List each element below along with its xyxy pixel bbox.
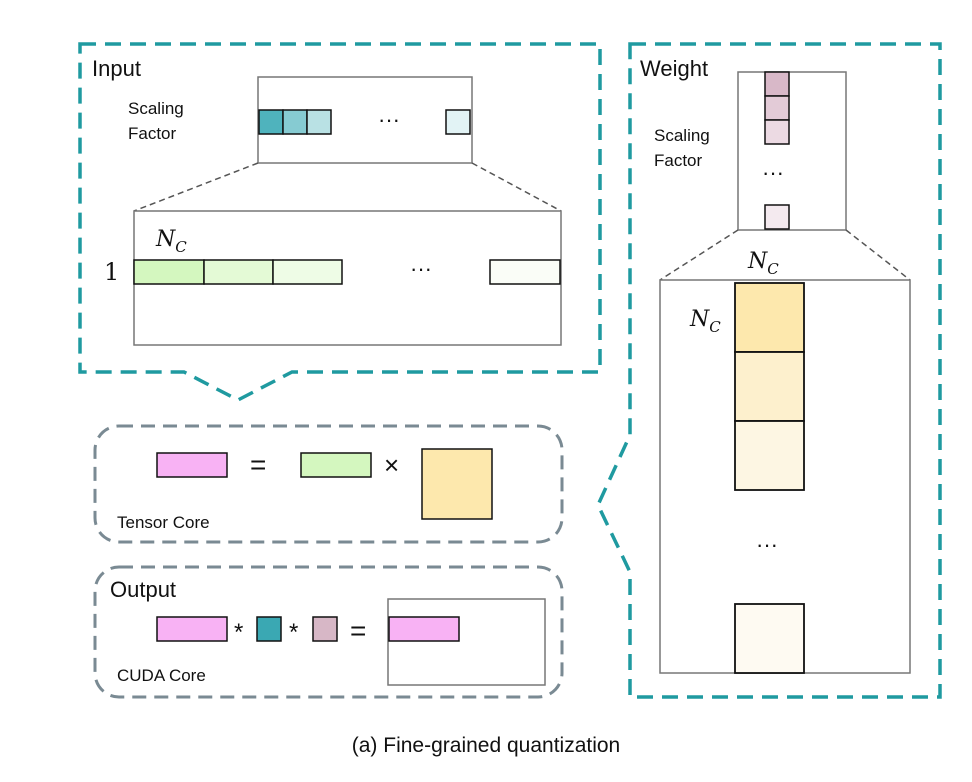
cuda-star-1: * — [234, 619, 243, 646]
weight-nc-left-label: NC — [689, 307, 721, 336]
input-row-ellipsis: ··· — [410, 256, 432, 281]
tensor-equals-sign: = — [250, 449, 266, 480]
tensor-core-label: Tensor Core — [117, 513, 210, 532]
weight-zoom-line-left — [659, 229, 739, 281]
cuda-core-label: CUDA Core — [117, 666, 206, 685]
weight-column-ellipsis: ··· — [756, 532, 778, 557]
input-panel-title: Input — [92, 56, 141, 81]
weight-panel-title: Weight — [640, 56, 708, 81]
input-zoom-line-right — [471, 162, 562, 212]
cuda-pink-block — [156, 616, 228, 642]
input-scaling-label: Scaling Factor — [128, 99, 189, 143]
tensor-output-block — [156, 452, 228, 478]
input-block-2 — [203, 259, 274, 285]
input-nc-label: NC — [155, 227, 187, 256]
weight-nc-top-label: NC — [747, 249, 779, 278]
cuda-pink-cell — [312, 616, 338, 642]
weight-scale-cell-2 — [764, 95, 790, 121]
output-panel-border — [93, 565, 564, 699]
output-panel-title: Output — [110, 577, 176, 602]
cuda-teal-cell — [256, 616, 282, 642]
cuda-equals-sign: = — [350, 615, 366, 646]
weight-block-1 — [734, 282, 805, 353]
cuda-star-2: * — [289, 619, 298, 646]
tensor-input-block — [300, 452, 372, 478]
input-scale-cell-2 — [282, 109, 308, 135]
weight-block-last — [734, 603, 805, 674]
weight-scale-cell-1 — [764, 71, 790, 97]
weight-scale-cell-3 — [764, 119, 790, 145]
output-result-box — [387, 598, 546, 686]
input-scale-cell-3 — [306, 109, 332, 135]
input-zoom-line-left — [133, 162, 259, 212]
weight-scale-ellipsis: ··· — [762, 160, 784, 185]
weight-block-2 — [734, 351, 805, 422]
weight-block-3 — [734, 420, 805, 491]
input-block-last — [489, 259, 561, 285]
tensor-times-sign: × — [384, 450, 399, 480]
input-scale-cell-last — [445, 109, 471, 135]
input-scale-ellipsis: ··· — [378, 107, 400, 132]
tensor-weight-block — [421, 448, 493, 520]
input-scale-cell-1 — [258, 109, 284, 135]
input-block-3 — [272, 259, 343, 285]
weight-zoom-line-right — [845, 229, 911, 281]
weight-panel-border — [596, 42, 942, 699]
input-row-label: 1 — [104, 258, 119, 286]
output-result-block — [388, 616, 460, 642]
input-block-1 — [133, 259, 205, 285]
weight-scale-cell-last — [764, 204, 790, 230]
weight-scaling-label: Scaling Factor — [654, 126, 715, 170]
tensor-core-panel-border — [93, 424, 564, 544]
weight-scaling-factor-box — [737, 71, 847, 231]
input-panel-border — [78, 42, 602, 402]
figure-caption: (a) Fine-grained quantization — [352, 734, 621, 757]
